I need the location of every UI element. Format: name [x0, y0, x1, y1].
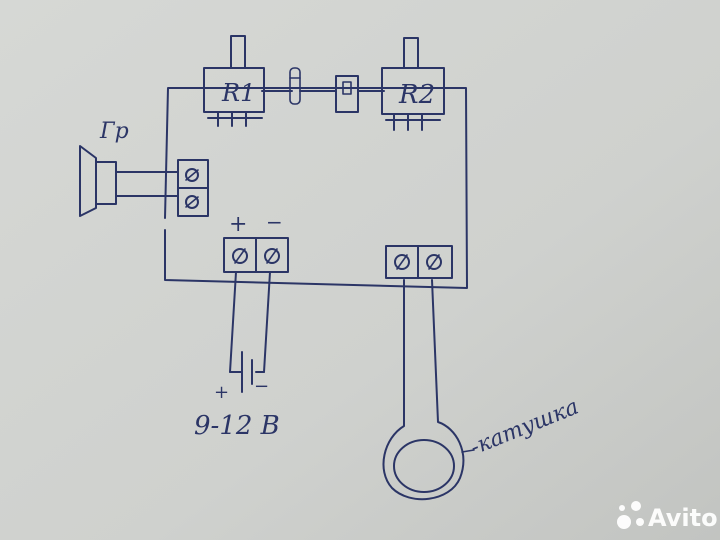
power-minus-label: −	[266, 210, 283, 234]
speaker-label: Гр	[99, 119, 129, 144]
resistor-r1-pins	[217, 111, 247, 127]
screw-slot	[185, 196, 199, 208]
resistor-r1-shaft	[230, 35, 246, 69]
screw-terminal-icon	[185, 168, 199, 182]
resistor-r2-label: R2	[398, 80, 435, 110]
voltage-label: 9-12 В	[194, 411, 280, 441]
resistor-r1: R1	[203, 35, 265, 127]
diode	[289, 67, 301, 105]
avito-logo-icon	[617, 515, 631, 529]
speaker-terminal-block	[177, 159, 209, 217]
capacitor-body	[335, 75, 359, 113]
screw-slot	[266, 248, 278, 264]
battery-plus-label: +	[214, 382, 229, 403]
screw-terminal-icon	[264, 248, 280, 264]
avito-logo-dot	[636, 518, 644, 526]
battery: + − 9-12 В	[194, 271, 280, 441]
speaker-cone	[79, 145, 97, 217]
coil-outer-loop	[382, 279, 465, 501]
battery-leads	[229, 271, 271, 373]
power-plus-label: +	[229, 212, 247, 237]
coil-pointer	[461, 449, 475, 453]
resistor-r2-shaft	[403, 37, 419, 69]
screw-terminal-icon	[426, 254, 442, 270]
battery-minus-label: −	[254, 376, 269, 397]
watermark-text: Avito	[648, 504, 718, 532]
diode-body	[289, 67, 301, 105]
screw-slot	[396, 254, 408, 270]
screw-terminal-icon	[394, 254, 410, 270]
screw-terminal-icon	[232, 248, 248, 264]
power-terminal-block: + −	[223, 210, 289, 273]
coil-inner-loop	[393, 439, 455, 493]
avito-logo-dot	[631, 501, 641, 511]
resistor-r2-pins	[393, 113, 423, 131]
speaker: Гр	[79, 119, 179, 217]
resistor-r2: R2	[381, 37, 445, 131]
capacitor	[335, 75, 359, 113]
coil-terminal-block	[385, 245, 453, 279]
screw-slot	[185, 169, 199, 181]
watermark: Avito	[617, 501, 718, 532]
screw-slot	[428, 254, 440, 270]
avito-logo-dot	[619, 505, 625, 511]
resistor-r1-label: R1	[221, 79, 255, 107]
board-outline	[164, 87, 468, 289]
capacitor-mark	[342, 81, 352, 95]
screw-terminal-icon	[185, 195, 199, 209]
screw-slot	[234, 248, 246, 264]
speaker-wires	[115, 171, 179, 197]
speaker-magnet	[95, 161, 117, 205]
